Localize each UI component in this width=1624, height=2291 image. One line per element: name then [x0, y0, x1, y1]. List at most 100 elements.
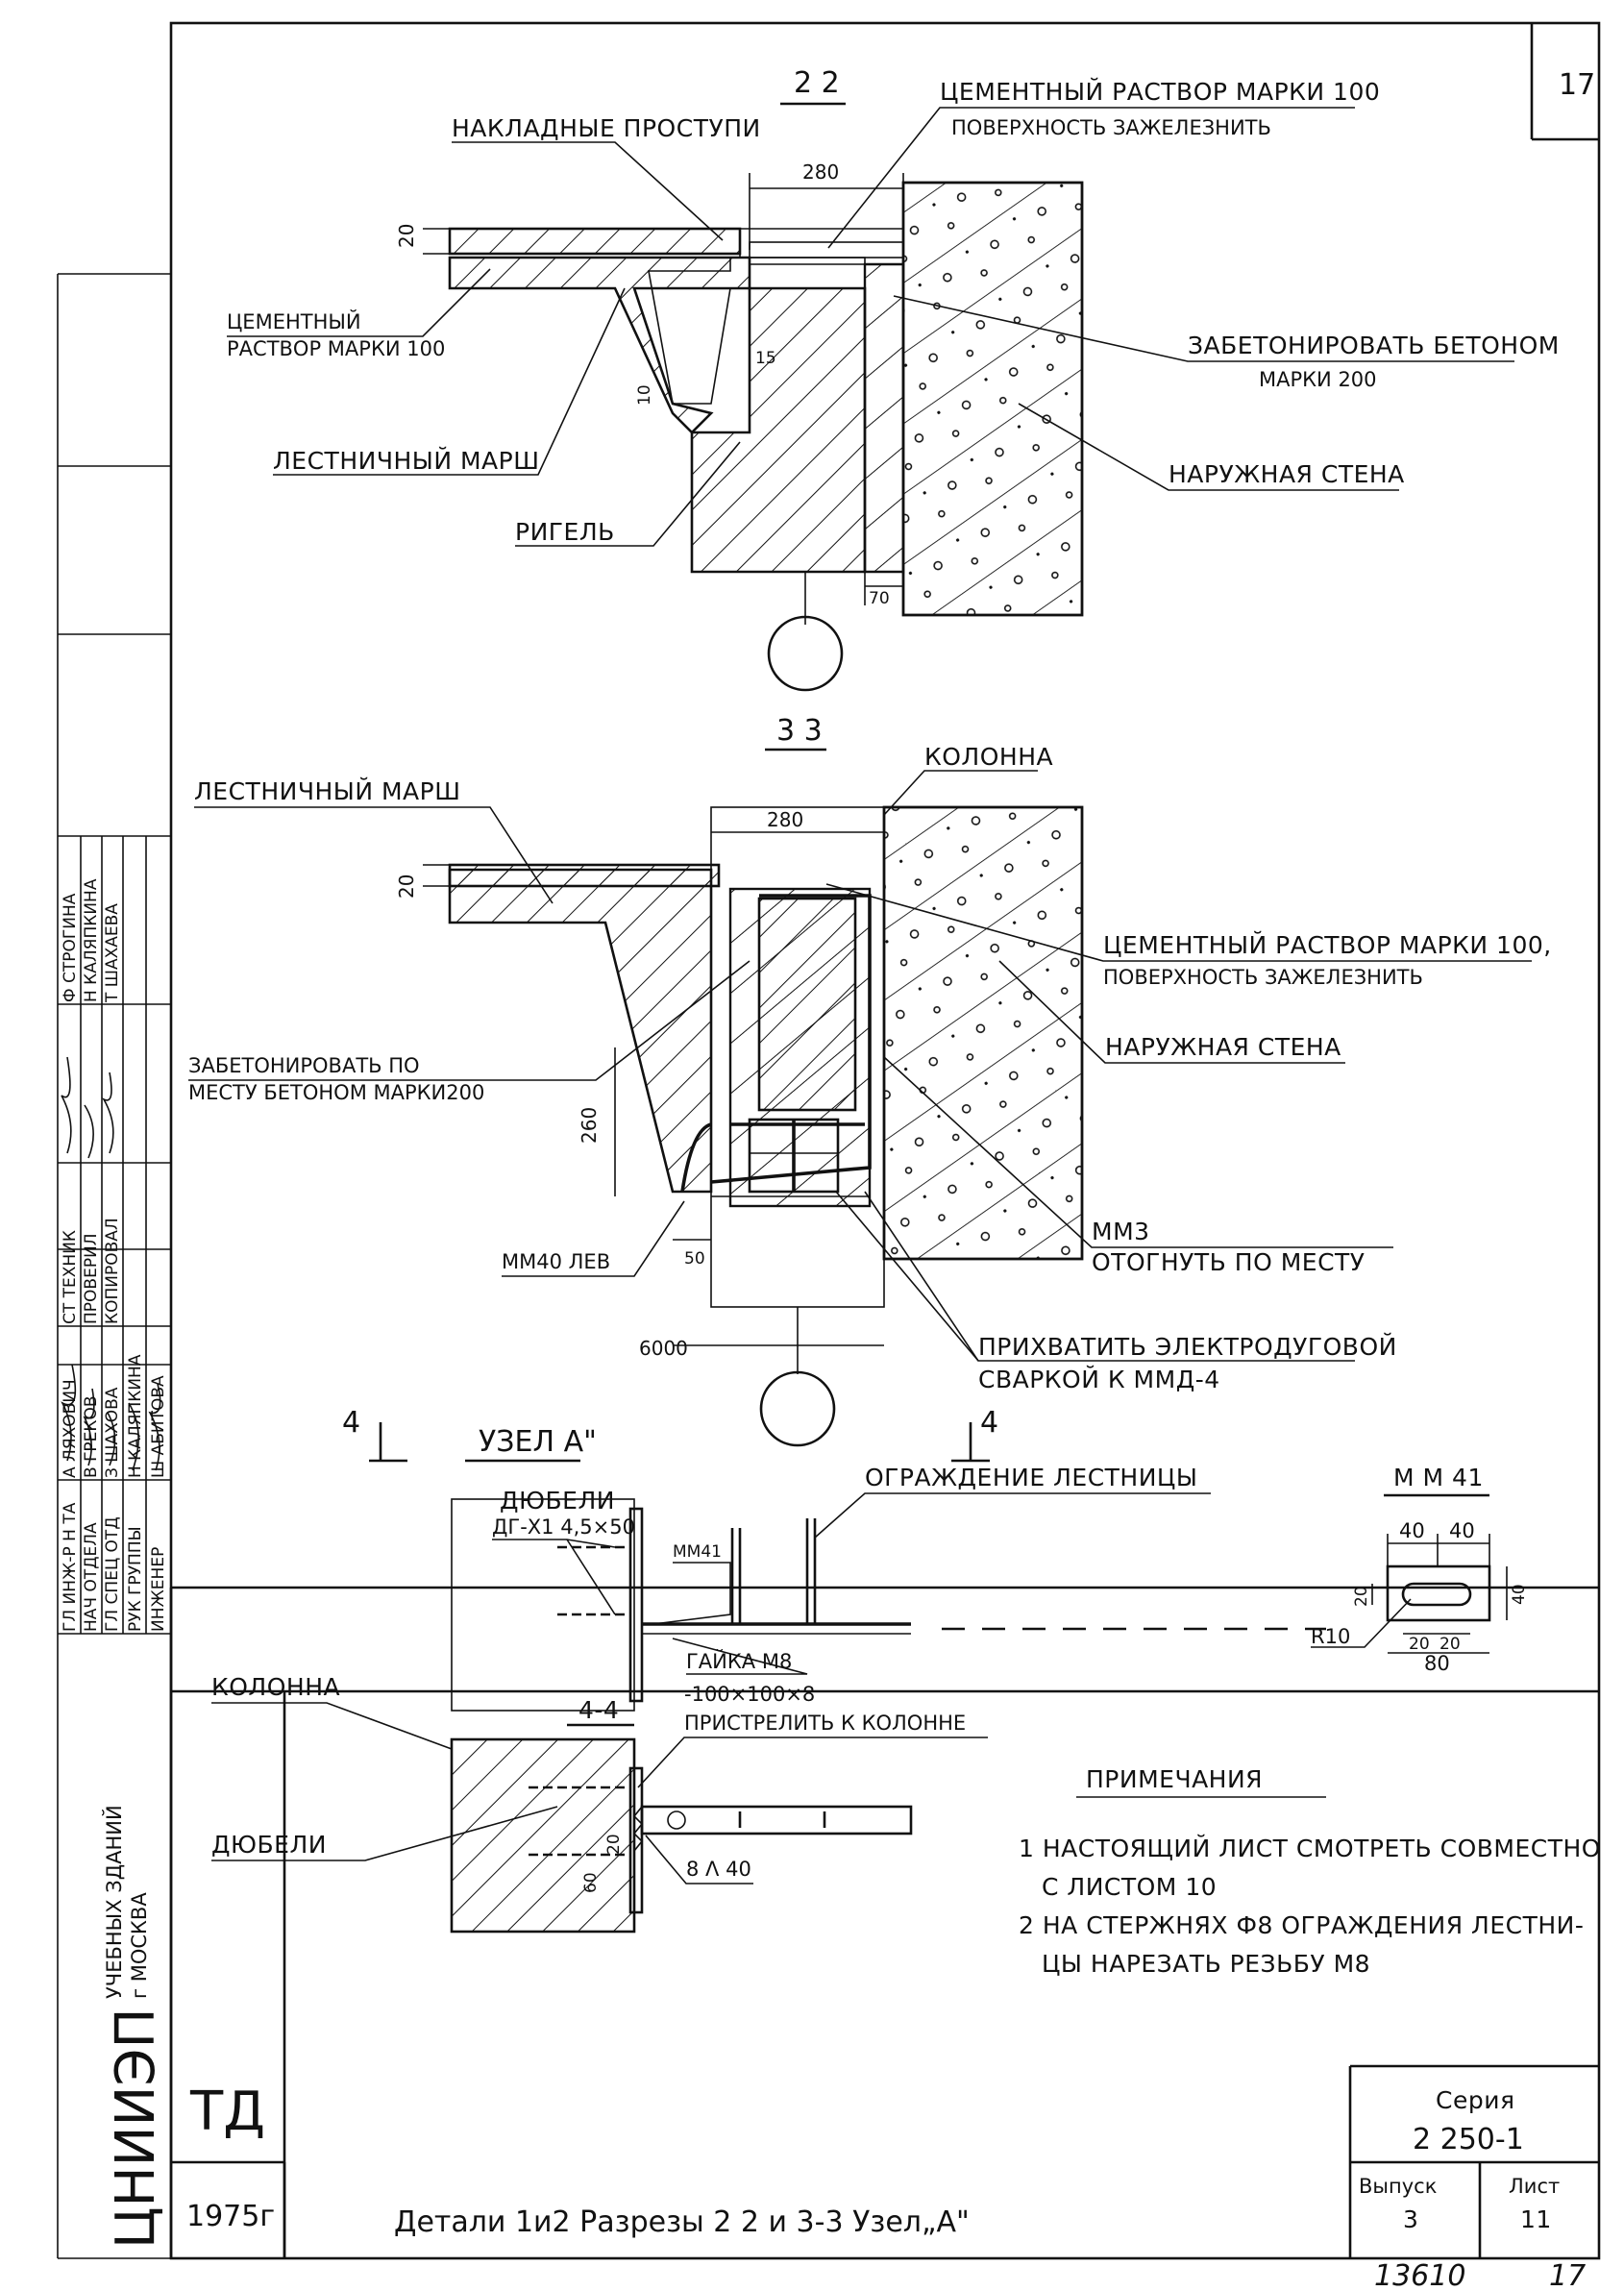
note-1b: С ЛИСТОМ 10 — [1042, 1873, 1217, 1901]
label-overlay-steps: НАКЛАДНЫЕ ПРОСТУПИ — [452, 114, 761, 142]
label-girder: РИГЕЛЬ — [515, 518, 615, 546]
cut-mark-right: 4 — [980, 1406, 998, 1440]
tb-series-value: 2 250-1 — [1413, 2123, 1524, 2156]
org-line-1: УЧЕБНЫХ ЗДАНИЙ — [102, 1805, 126, 1999]
tb-year: 1975г — [186, 2200, 275, 2233]
dim-2-2-20: 20 — [395, 224, 418, 248]
org-line-2: г МОСКВА — [128, 1892, 151, 1999]
label-weld: ПРИХВАТИТЬ ЭЛЕКТРОДУГОВОЙ — [978, 1333, 1397, 1361]
stamp-name-8: Т ШАХАЕВА — [103, 903, 122, 1003]
node-a-title: УЗЕЛ А" — [479, 1425, 597, 1459]
stamp-role-2: НАЧ ОТДЕЛА — [82, 1522, 101, 1632]
label-concrete-3-3: ЗАБЕТОНИРОВАТЬ ПО — [188, 1054, 420, 1077]
label-mm40: ММ40 ЛЕВ — [502, 1250, 610, 1273]
axis-bubble-3-3 — [759, 1370, 836, 1447]
label-mortar-left-2: РАСТВОР МАРКИ 100 — [227, 337, 445, 360]
dim-2-2-70: 70 — [869, 589, 890, 608]
stair-flight-2-2 — [448, 256, 751, 434]
section-4-4-title: 4-4 — [578, 1696, 619, 1724]
cut-mark-left: 4 — [342, 1406, 360, 1440]
notes: ПРИМЕЧАНИЯ 1 НАСТОЯЩИЙ ЛИСТ СМОТРЕТЬ СОВ… — [1019, 1765, 1601, 1978]
stamp-role-3: ГЛ СПЕЦ ОТД — [103, 1516, 122, 1632]
label-mortar-3-3b: ПОВЕРХНОСТЬ ЗАЖЕЛЕЗНИТЬ — [1103, 966, 1423, 989]
dim-3-3-50: 50 — [684, 1249, 705, 1269]
note-2: 2 НА СТЕРЖНЯХ Ф8 ОГРАЖДЕНИЯ ЛЕСТНИ- — [1019, 1911, 1584, 1939]
tb-issue-value: 3 — [1403, 2205, 1418, 2233]
dim-node-a-20: 20 — [604, 1834, 624, 1855]
label-concrete-3-3b: МЕСТУ БЕТОНОМ МАРКИ200 — [188, 1081, 484, 1104]
label-weld-symbol: 8 Λ 40 — [686, 1858, 751, 1881]
label-ext-wall-3-3: НАРУЖНАЯ СТЕНА — [1105, 1033, 1341, 1061]
mm41-dim-h40: 40 — [1510, 1584, 1529, 1605]
stamp-role-4: РУК ГРУППЫ — [126, 1526, 145, 1632]
mm41-title: М М 41 — [1393, 1464, 1484, 1491]
dim-2-2-10: 10 — [635, 384, 654, 406]
label-column-node-a: КОЛОННА — [211, 1673, 340, 1701]
ext-wall-2-2 — [901, 181, 1084, 617]
footer-page: 17 — [1549, 2259, 1586, 2291]
mm41-dim-r: R10 — [1311, 1625, 1350, 1648]
label-mm41: ММ41 — [673, 1542, 722, 1562]
mm41-dim-b: 40 — [1449, 1519, 1475, 1542]
dim-3-3-280: 280 — [767, 808, 803, 831]
mm41-detail: М М 41 40 40 20 40 R10 20 20 80 — [1311, 1464, 1529, 1675]
label-concrete-2-2: ЗАБЕТОНИРОВАТЬ БЕТОНОМ — [1188, 332, 1560, 359]
section-3-3: 3 3 280 20 260 50 6000 — [188, 714, 1552, 1447]
label-nut: ГАЙКА М8 — [686, 1649, 792, 1673]
dim-3-3-20: 20 — [395, 875, 418, 899]
tb-sheet-value: 11 — [1520, 2205, 1552, 2233]
stamp-name-5: Ш АБИТОВА — [149, 1375, 168, 1478]
stamp-name-6: Ф СТРОГИНА — [61, 893, 80, 1002]
mm41-dim-c: 20 — [1409, 1635, 1430, 1654]
label-plate-note: ПРИСТРЕЛИТЬ К КОЛОННЕ — [684, 1712, 966, 1735]
dim-node-a-60: 60 — [581, 1872, 601, 1893]
label-mortar-left: ЦЕМЕНТНЫЙ — [227, 309, 361, 333]
node-a: УЗЕЛ А" 4 4 ДЮБЕЛИ ДГ-Х1 4,5×50 ОГРАЖДЕН… — [211, 1406, 1326, 1934]
title-block: ТД 1975г Детали 1и2 Разрезы 2 2 и 3-3 Уз… — [186, 2081, 1560, 2239]
signatures — [61, 1056, 161, 1471]
label-mortar-top-2: ПОВЕРХНОСТЬ ЗАЖЕЛЕЗНИТЬ — [951, 116, 1271, 139]
org-name: ЦНИИЭП — [105, 2008, 167, 2249]
section-2-2-title: 2 2 — [794, 66, 840, 100]
stamp-role-8: КОПИРОВАЛ — [103, 1218, 122, 1324]
tb-series-label: Серия — [1436, 2086, 1515, 2114]
label-mm3-note: ОТОГНУТЬ ПО МЕСТУ — [1092, 1248, 1366, 1276]
label-stair-flight-2-2: ЛЕСТНИЧНЫЙ МАРШ — [273, 447, 539, 475]
stair-flight-3-3 — [448, 868, 713, 1194]
mm41-dim-d: 20 — [1439, 1635, 1461, 1654]
label-dowels-2: ДЮБЕЛИ — [211, 1831, 327, 1859]
tb-sheet-label: Лист — [1509, 2175, 1560, 2198]
label-mortar-top: ЦЕМЕНТНЫЙ РАСТВОР МАРКИ 100 — [940, 78, 1380, 106]
footer-inventory: 13610 — [1374, 2259, 1465, 2291]
label-mortar-3-3: ЦЕМЕНТНЫЙ РАСТВОР МАРКИ 100, — [1103, 931, 1552, 959]
overlay-tread — [448, 227, 742, 256]
page-number: 17 — [1559, 68, 1595, 102]
label-column-3-3: КОЛОННА — [924, 743, 1053, 771]
notes-title: ПРИМЕЧАНИЯ — [1086, 1765, 1263, 1793]
mm41-plate — [1386, 1564, 1491, 1622]
stamp-role-5: ИНЖЕНЕР — [149, 1547, 168, 1632]
label-weld-2: СВАРКОЙ К ММД-4 — [978, 1366, 1220, 1393]
label-railing: ОГРАЖДЕНИЕ ЛЕСТНИЦЫ — [865, 1464, 1197, 1491]
stamp-role-7: ПРОВЕРИЛ — [82, 1233, 101, 1324]
column-4-4 — [450, 1737, 636, 1934]
dim-2-2-280: 280 — [802, 160, 839, 184]
label-dowels: ДЮБЕЛИ — [500, 1487, 615, 1515]
note-1: 1 НАСТОЯЩИЙ ЛИСТ СМОТРЕТЬ СОВМЕСТНО — [1019, 1835, 1601, 1862]
axis-bubble-2-2 — [767, 615, 844, 692]
mm41-dim-h20: 20 — [1352, 1586, 1371, 1607]
mm41-slot — [1401, 1582, 1472, 1607]
label-concrete-2-2b: МАРКИ 200 — [1259, 368, 1377, 391]
label-mm3: ММ3 — [1092, 1218, 1150, 1245]
dim-2-2-15: 15 — [755, 349, 776, 368]
note-2b: ЦЫ НАРЕЗАТЬ РЕЗЬБУ М8 — [1042, 1950, 1370, 1978]
section-2-2: 2 2 280 20 15 10 70 НАКЛАДН — [227, 66, 1560, 692]
dim-3-3-6000: 6000 — [639, 1337, 688, 1360]
label-ext-wall-2-2: НАРУЖНАЯ СТЕНА — [1169, 460, 1405, 488]
label-dowel-spec: ДГ-Х1 4,5×50 — [492, 1515, 635, 1539]
label-plate: -100×100×8 — [684, 1683, 815, 1706]
stamp-name-7: Н КАЛЯПКИНА — [82, 878, 101, 1002]
stamp-name-3: З ШАХОВА — [103, 1387, 122, 1478]
mm41-dim-w80: 80 — [1424, 1652, 1450, 1675]
